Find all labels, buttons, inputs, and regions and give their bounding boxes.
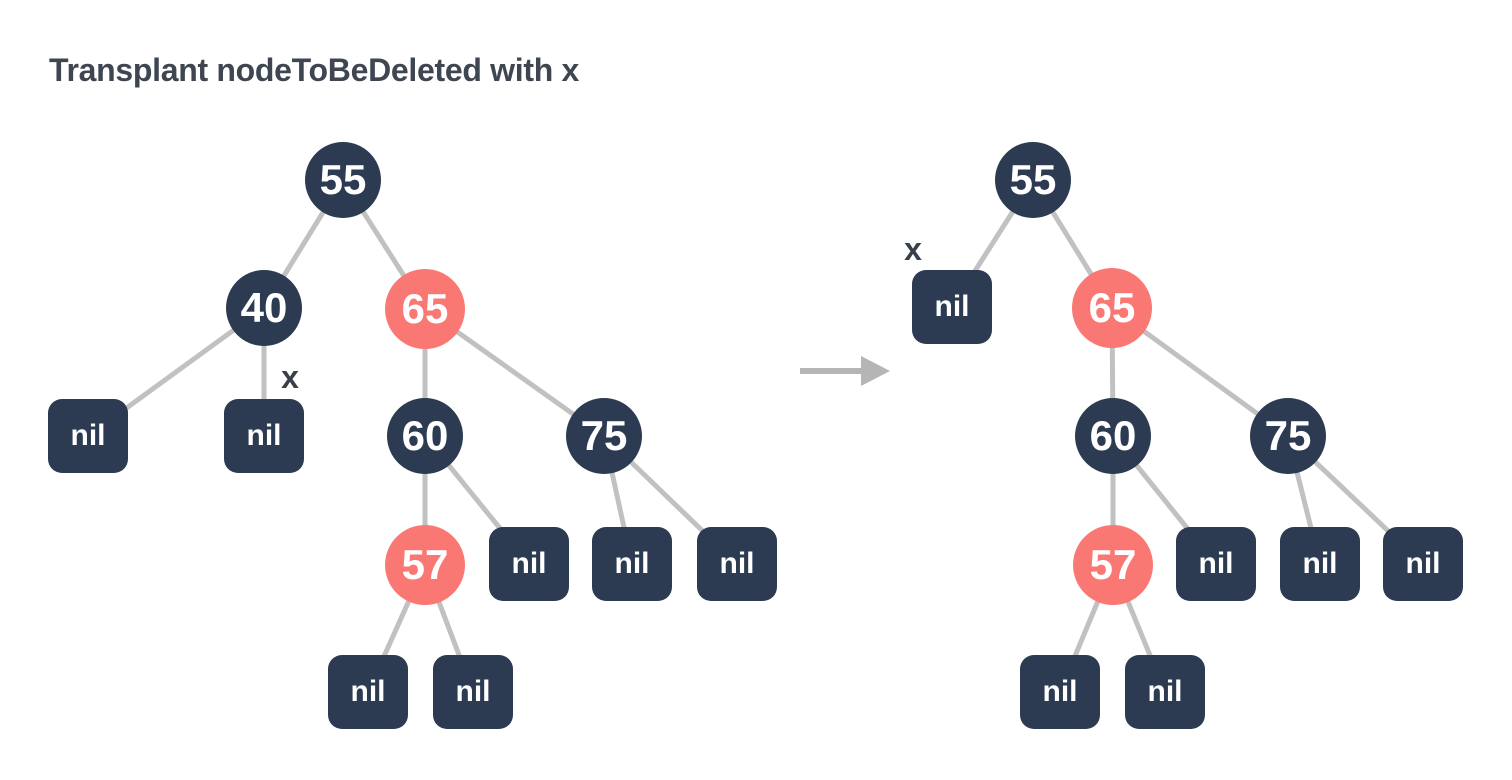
x-pointer-label-before: x — [281, 359, 299, 395]
tree-node-after-75: 75 — [1250, 398, 1326, 474]
node-label: 55 — [319, 156, 367, 203]
node-label: nil — [511, 547, 547, 580]
nil-leaf-after-nil-75-l: nil — [1280, 527, 1360, 601]
nil-leaf-after-nil-60-r: nil — [1176, 527, 1256, 601]
node-label: 65 — [401, 285, 449, 332]
nil-leaf-before-nil-75-l: nil — [592, 527, 672, 601]
nil-leaf-before-nil-60-r: nil — [489, 527, 569, 601]
tree-node-after-60: 60 — [1075, 398, 1151, 474]
x-pointer-label-after: x — [904, 231, 922, 267]
nil-leaf-after-nil-57-l: nil — [1020, 655, 1100, 729]
node-label: 75 — [580, 412, 628, 459]
node-label: nil — [1405, 547, 1441, 580]
nil-leaf-before-nil-57-l: nil — [328, 655, 408, 729]
tree-node-before-55: 55 — [305, 142, 381, 218]
node-label: nil — [1198, 547, 1234, 580]
node-label: nil — [934, 290, 970, 323]
nil-leaf-before-nil-57-r: nil — [433, 655, 513, 729]
nil-leaf-after-nil-55-l: nil — [912, 270, 992, 344]
tree-node-after-65: 65 — [1072, 268, 1152, 348]
tree-node-before-65: 65 — [385, 269, 465, 349]
node-label: nil — [1147, 675, 1183, 708]
node-label: nil — [455, 675, 491, 708]
nil-leaf-after-nil-57-r: nil — [1125, 655, 1205, 729]
tree-node-before-75: 75 — [566, 398, 642, 474]
nil-leaf-before-nil-40-l: nil — [48, 399, 128, 473]
node-label: 57 — [401, 541, 449, 588]
node-label: nil — [1042, 675, 1078, 708]
tree-node-before-57: 57 — [385, 525, 465, 605]
nil-leaf-before-nil-75-r: nil — [697, 527, 777, 601]
node-label: nil — [1302, 547, 1338, 580]
nil-leaf-before-nil-40-r: nil — [224, 399, 304, 473]
nil-leaf-after-nil-75-r: nil — [1383, 527, 1463, 601]
node-label: nil — [350, 675, 386, 708]
node-label: 75 — [1264, 412, 1312, 459]
node-label: 60 — [401, 412, 449, 459]
node-label: nil — [614, 547, 650, 580]
node-label: 57 — [1089, 541, 1137, 588]
tree-node-before-60: 60 — [387, 398, 463, 474]
node-label: nil — [246, 419, 282, 452]
node-label: nil — [719, 547, 755, 580]
tree-node-after-57: 57 — [1073, 525, 1153, 605]
diagram-title: Transplant nodeToBeDeleted with x — [49, 52, 580, 88]
node-label: 40 — [240, 284, 288, 331]
node-label: nil — [70, 419, 106, 452]
transform-arrow-head-icon — [861, 356, 890, 386]
tree-node-before-40: 40 — [226, 270, 302, 346]
tree-node-after-55: 55 — [995, 142, 1071, 218]
node-label: 60 — [1089, 412, 1137, 459]
node-label: 65 — [1088, 284, 1136, 331]
node-label: 55 — [1009, 156, 1057, 203]
